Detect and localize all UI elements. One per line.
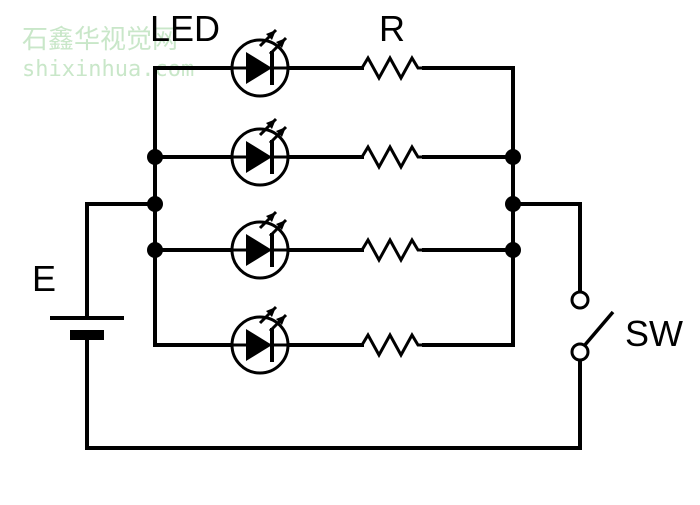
led-1: [230, 28, 290, 98]
label-led: LED: [150, 8, 220, 49]
wire-left-top: [153, 66, 234, 347]
junction-left-1: [147, 149, 163, 165]
wire-battery-top: [85, 202, 157, 320]
switch: [570, 290, 615, 362]
battery: [50, 316, 124, 340]
junction-right-2: [505, 196, 521, 212]
junction-left-3: [147, 242, 163, 258]
wire-bottom-loop: [85, 334, 582, 450]
label-battery: E: [32, 258, 56, 299]
junction-right-3: [505, 242, 521, 258]
resistor-4: [360, 331, 424, 359]
wire-switch-top: [511, 202, 582, 294]
led-4: [230, 305, 290, 375]
led-3: [230, 210, 290, 280]
resistor-1: [360, 54, 424, 82]
junction-right-1: [505, 149, 521, 165]
watermark-cn: 石鑫华视觉网: [22, 25, 178, 55]
resistor-2: [360, 143, 424, 171]
junction-left-2: [147, 196, 163, 212]
junctions: [147, 149, 521, 258]
led-2: [230, 117, 290, 187]
label-resistor: R: [379, 8, 405, 49]
label-switch: SW: [625, 313, 683, 354]
resistor-3: [360, 236, 424, 264]
